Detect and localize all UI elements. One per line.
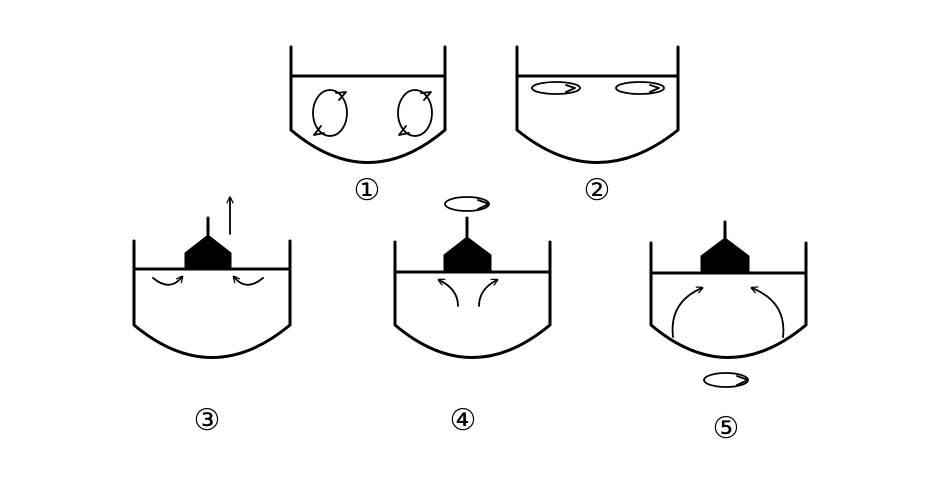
impeller-head [184, 234, 232, 270]
arrowhead [335, 91, 347, 101]
circulation-loop-left [312, 89, 348, 137]
flow-arrow-right [234, 277, 264, 286]
flow-arrow-right [752, 288, 785, 338]
arrowhead [477, 199, 490, 210]
vessel-5: ⑤ [649, 220, 808, 446]
impeller-head [443, 236, 492, 273]
arrowhead [565, 84, 576, 93]
flow-arrow-left [671, 288, 702, 338]
arrowhead [313, 125, 325, 136]
arrowhead [736, 375, 749, 386]
arrowhead [420, 91, 432, 101]
circulation-loop-right [397, 89, 433, 137]
vessel-3: ③ [132, 198, 292, 438]
surface-swirl-left [531, 81, 581, 95]
flow-arrow-right [478, 280, 497, 307]
vessel-label-1: ① [354, 173, 381, 208]
rotation-arrow-bottom [703, 372, 749, 388]
rotation-arrow [444, 196, 490, 212]
impeller-head [700, 237, 750, 274]
arrowhead [649, 84, 660, 93]
vessel-label-4: ④ [450, 403, 477, 438]
arrowhead [398, 125, 410, 136]
vessel-2: ② [515, 45, 680, 208]
vessel-label-5: ⑤ [713, 411, 740, 446]
vessel-label-2: ② [584, 173, 611, 208]
flow-arrow-left [152, 277, 182, 286]
surface-swirl-right [615, 81, 665, 95]
flow-arrow-left [439, 280, 459, 307]
vessel-1: ① [289, 45, 447, 208]
vessel-4: ④ [393, 196, 552, 438]
vessel-label-3: ③ [194, 403, 221, 438]
